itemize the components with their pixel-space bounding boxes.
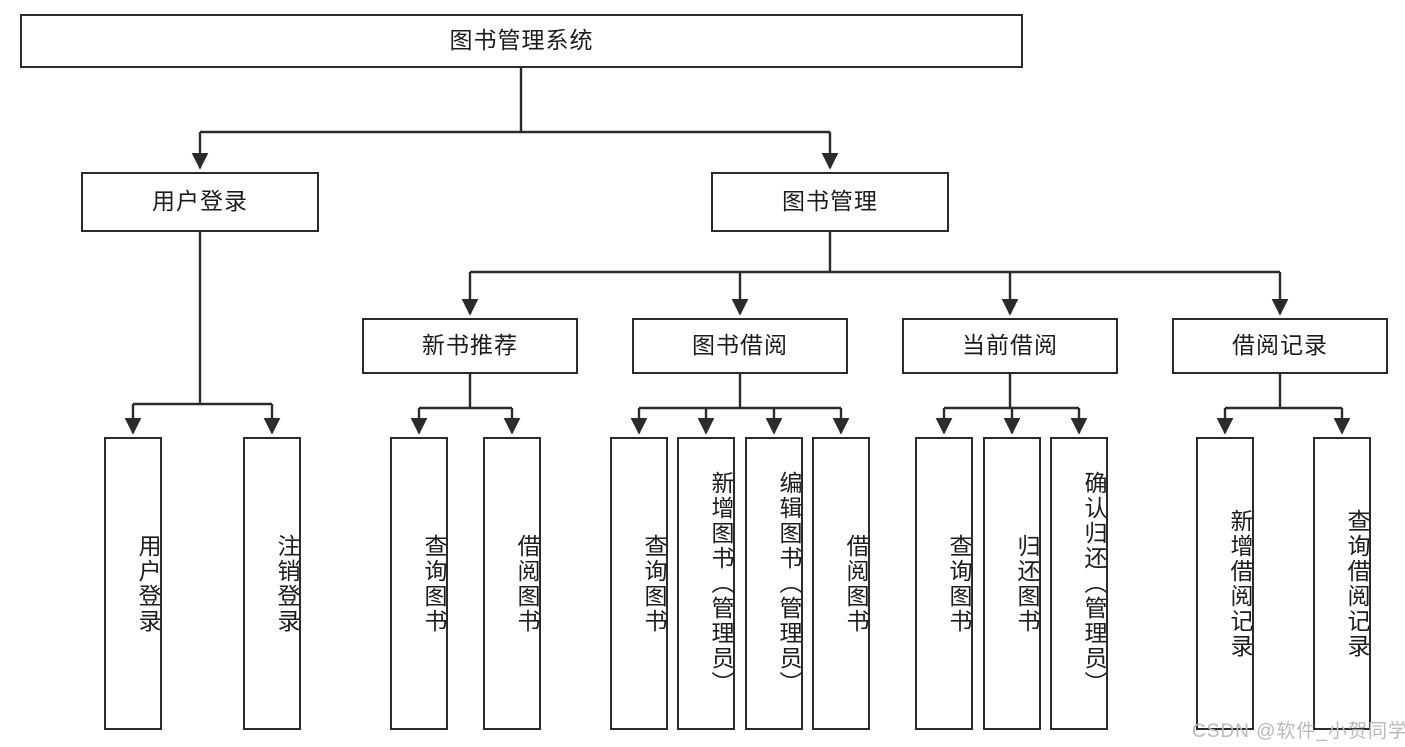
node-root[interactable]: 图书管理系统 [20,14,1023,68]
node-current-borrow-label: 当前借阅 [962,332,1058,359]
leaf-add-borrow-record-label: 新增借阅记录 [1227,508,1253,659]
node-book-management-label: 图书管理 [782,188,878,215]
node-borrow-record-label: 借阅记录 [1232,332,1328,359]
node-book-management[interactable]: 图书管理 [711,172,949,232]
leaf-newbook-borrow-book-label: 借阅图书 [514,533,540,634]
leaf-add-book-admin-label: 新增图书（管理员） [708,471,734,696]
leaf-borrow-query-book-label: 查询图书 [641,533,667,634]
leaf-borrow-book[interactable]: 借阅图书 [812,437,870,730]
node-borrow-record[interactable]: 借阅记录 [1172,318,1388,374]
leaf-logout[interactable]: 注销登录 [243,437,301,730]
node-user-login-label: 用户登录 [152,188,248,215]
leaf-user-login-label: 用户登录 [135,533,161,634]
leaf-edit-book-admin-label: 编辑图书（管理员） [776,471,802,696]
node-new-book-recommend[interactable]: 新书推荐 [362,318,578,374]
leaf-user-login[interactable]: 用户登录 [104,437,162,730]
node-user-login[interactable]: 用户登录 [81,172,319,232]
watermark: CSDN @软件_小贺同学 [1192,721,1405,742]
node-root-label: 图书管理系统 [449,27,594,54]
leaf-add-book-admin[interactable]: 新增图书（管理员） [677,437,735,730]
leaf-newbook-query-book[interactable]: 查询图书 [390,437,448,730]
leaf-newbook-borrow-book[interactable]: 借阅图书 [483,437,541,730]
node-book-borrow[interactable]: 图书借阅 [632,318,848,374]
node-book-borrow-label: 图书借阅 [692,332,788,359]
leaf-confirm-return-admin[interactable]: 确认归还（管理员） [1050,437,1108,730]
leaf-return-book[interactable]: 归还图书 [983,437,1041,730]
leaf-edit-book-admin[interactable]: 编辑图书（管理员） [745,437,803,730]
leaf-borrow-book-label: 借阅图书 [843,533,869,634]
leaf-confirm-return-admin-label: 确认归还（管理员） [1081,471,1107,696]
leaf-current-query-book[interactable]: 查询图书 [915,437,973,730]
node-current-borrow[interactable]: 当前借阅 [902,318,1118,374]
leaf-borrow-query-book[interactable]: 查询图书 [610,437,668,730]
leaf-return-book-label: 归还图书 [1014,533,1040,634]
leaf-query-borrow-record-label: 查询借阅记录 [1344,508,1370,659]
leaf-newbook-query-book-label: 查询图书 [421,533,447,634]
leaf-current-query-book-label: 查询图书 [946,533,972,634]
leaf-add-borrow-record[interactable]: 新增借阅记录 [1196,437,1254,730]
node-new-book-recommend-label: 新书推荐 [422,332,518,359]
leaf-logout-label: 注销登录 [274,533,300,634]
leaf-query-borrow-record[interactable]: 查询借阅记录 [1313,437,1371,730]
